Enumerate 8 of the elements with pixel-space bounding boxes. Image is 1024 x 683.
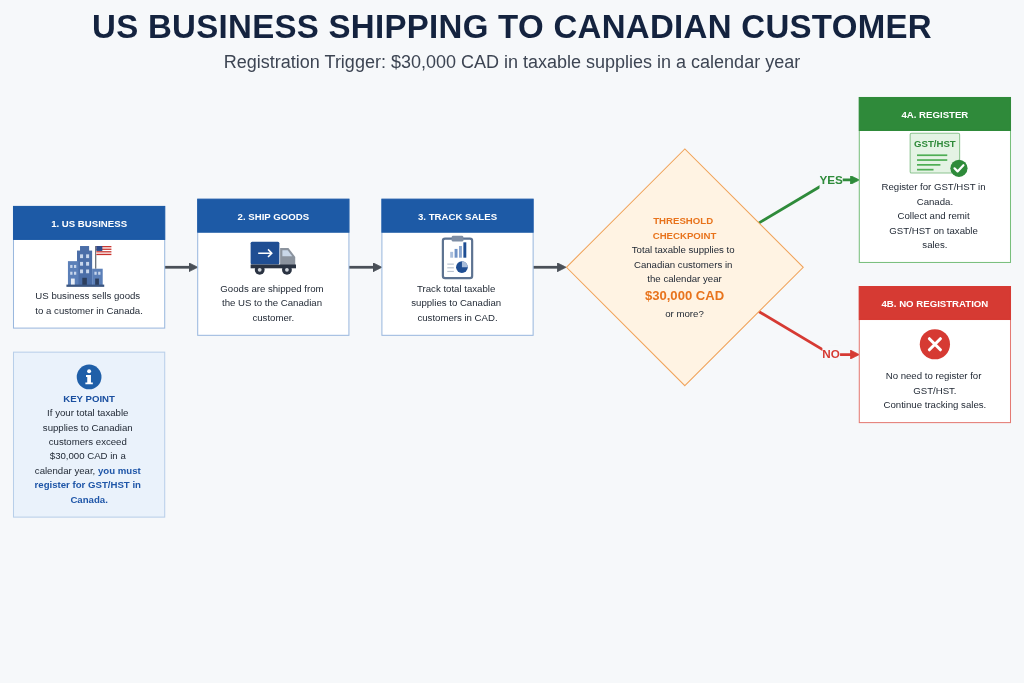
subtitle: Registration Trigger: $30,000 CAD in taxable supplies in a calendar year	[223, 52, 801, 73]
diagram-title: US BUSINESS SHIPPING TO CANADIAN CUSTOMER	[92, 8, 932, 46]
edge-label: NO	[822, 347, 840, 361]
edge-label: YES	[819, 173, 843, 187]
node-diamond: THRESHOLD CHECKPOINT Total taxable supplies to Canadian customers in the calendar year $30,000 CAD or more?	[565, 148, 804, 387]
arrow	[533, 262, 567, 273]
arrow	[758, 310, 860, 360]
node-box: KEY POINT If your total taxable supplies to Canadian customers exceed $30,000 CAD in a calendar year, you must register for GST/HST in Canada.	[13, 351, 166, 518]
